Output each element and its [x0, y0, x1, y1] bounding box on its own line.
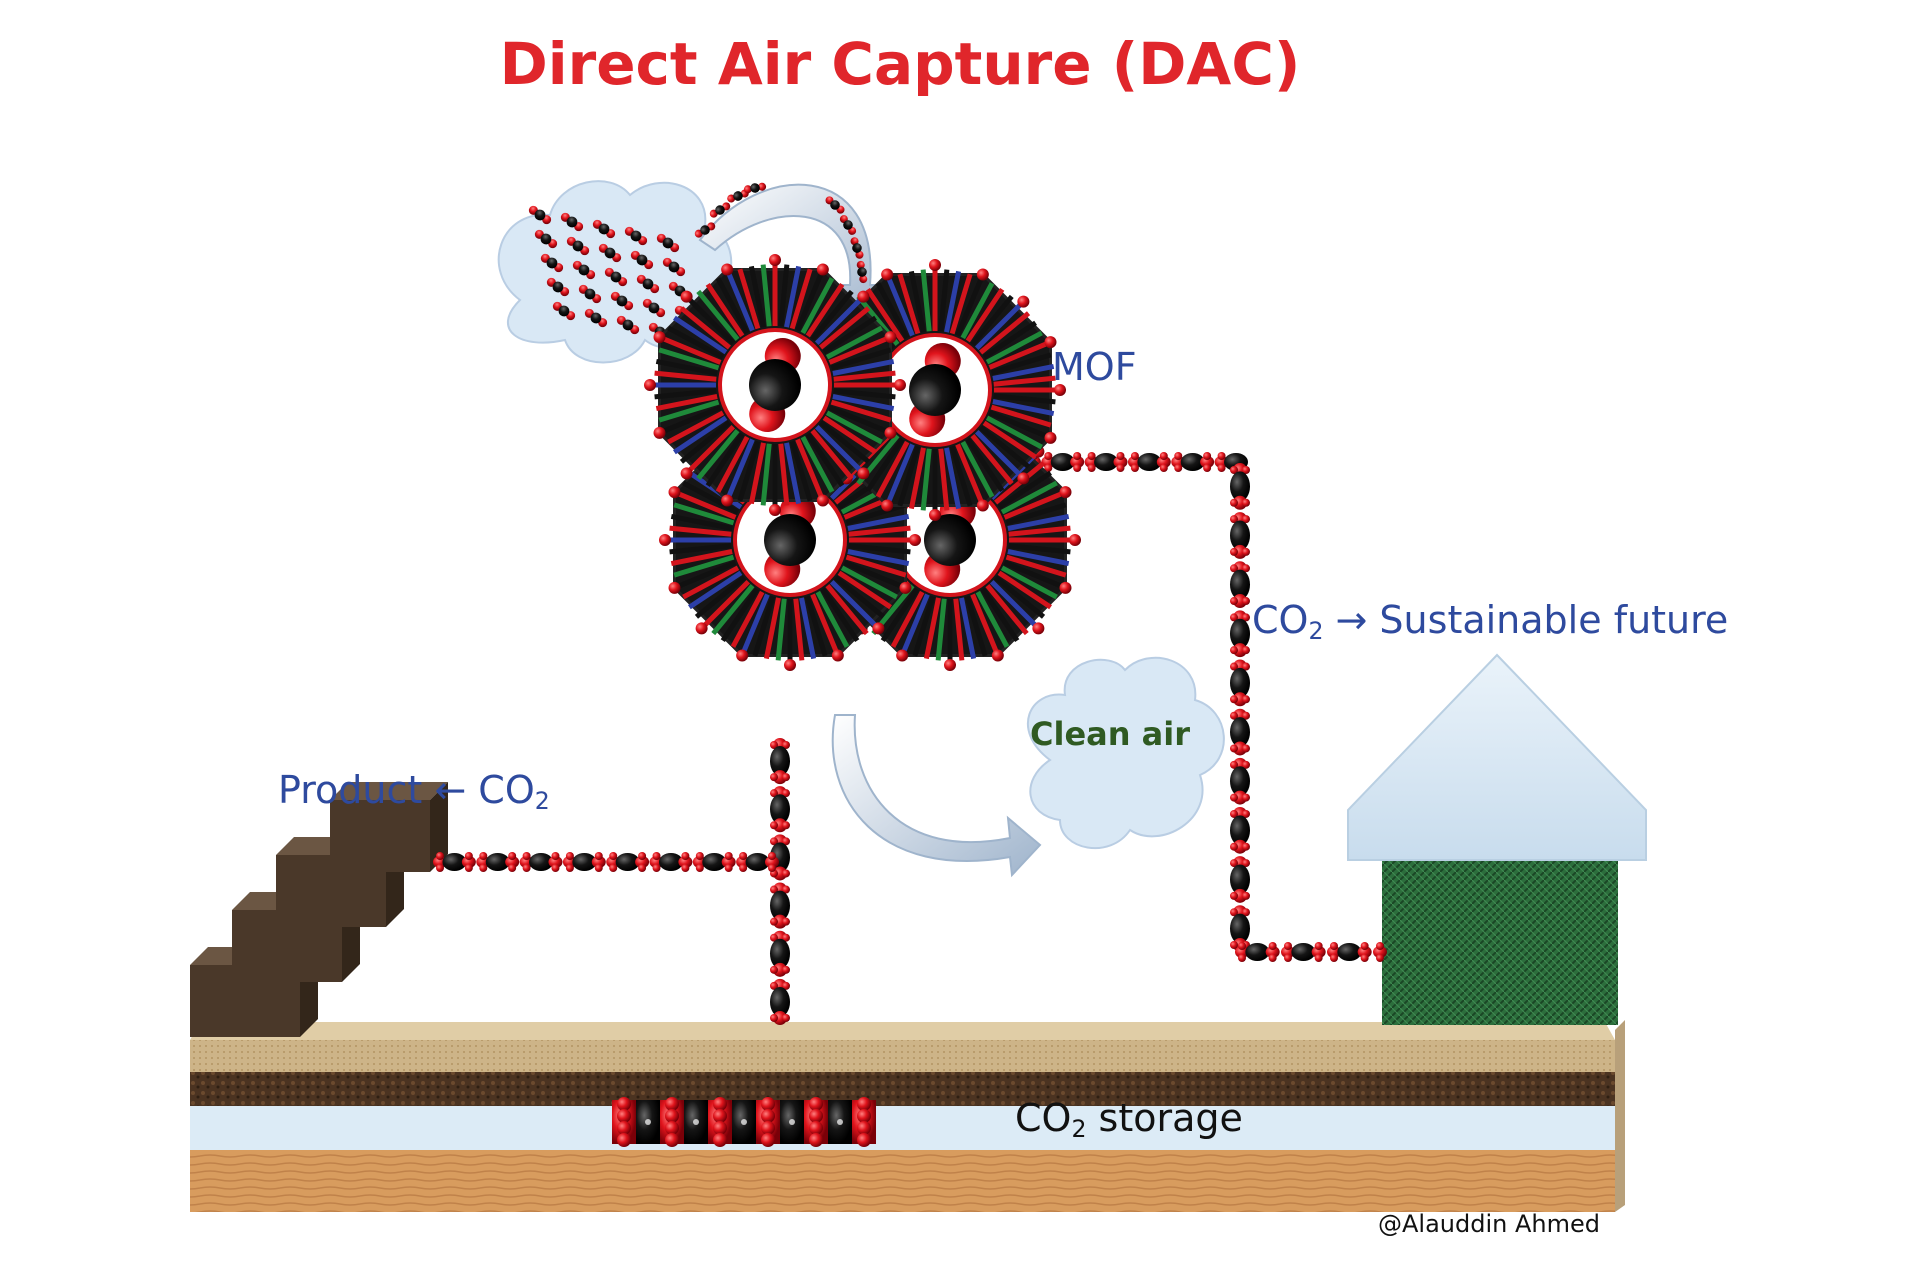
co2-molecule-icon	[662, 257, 686, 277]
co2-molecule-icon	[825, 196, 845, 214]
author-credit: @Alauddin Ahmed	[1378, 1210, 1600, 1238]
co2-molecule-icon	[630, 250, 654, 270]
storage-label-sub: 2	[1071, 1114, 1087, 1143]
co2-molecule-icon	[856, 260, 868, 284]
co2-molecule-icon	[572, 260, 596, 280]
clean-air-cloud-icon	[1026, 656, 1225, 849]
co2-molecule-icon	[534, 229, 558, 249]
clean-air-label: Clean air	[1029, 715, 1190, 753]
co2-molecule-icon	[709, 202, 731, 218]
product-blocks-icon	[190, 782, 448, 1037]
co2-molecule-icon	[839, 215, 857, 235]
co2-molecule-icon	[566, 236, 590, 256]
co2-molecule-icon	[624, 226, 648, 246]
co2-storage-label: CO2 storage	[1015, 1096, 1243, 1143]
future-label-sub: 2	[1308, 616, 1324, 645]
co2-molecule-icon	[764, 493, 816, 587]
co2-molecule-icon	[546, 277, 570, 297]
ground-layers	[190, 1020, 1625, 1212]
co2-molecule-icon	[749, 338, 801, 432]
co2-molecule-icon	[616, 315, 640, 335]
product-label-text: Product ← CO	[278, 768, 535, 812]
co2-stream	[694, 182, 868, 284]
co2-molecule-icon	[636, 274, 660, 294]
co2-molecule-icon	[540, 253, 564, 273]
co2-molecule-icon	[598, 243, 622, 263]
co2-molecule-icon	[560, 212, 584, 232]
mof-cage	[644, 254, 906, 516]
mof-label: MOF	[1052, 345, 1137, 389]
co2-molecule-icon	[528, 205, 552, 225]
mof-framework-icon	[644, 254, 1081, 671]
co2-molecule-icon	[694, 222, 716, 238]
future-label-pre: CO	[1252, 598, 1309, 642]
co2-molecule-icon	[909, 343, 961, 437]
co2-storage-block	[612, 1097, 876, 1147]
co2-molecule-icon	[592, 219, 616, 239]
product-label: Product ← CO2	[278, 768, 550, 815]
co2-molecule-icon	[584, 308, 608, 328]
pipes	[433, 452, 1387, 1025]
co2-molecule-icon	[743, 182, 767, 194]
co2-molecule-icon	[610, 291, 634, 311]
product-label-sub: 2	[534, 786, 550, 815]
house-icon	[1347, 653, 1647, 1025]
page-title: Direct Air Capture (DAC)	[499, 30, 1301, 98]
co2-molecule-icon	[642, 298, 666, 318]
future-label-post: → Sustainable future	[1323, 598, 1729, 642]
co2-molecule-icon	[604, 267, 628, 287]
outflow-arrow	[831, 714, 1042, 878]
sustainable-future-label: CO2 → Sustainable future	[1252, 598, 1728, 645]
co2-molecule-icon	[850, 237, 864, 259]
co2-molecule-icon	[656, 233, 680, 253]
co2-molecule-icon	[578, 284, 602, 304]
co2-molecule-icon	[552, 301, 576, 321]
storage-label-post: storage	[1086, 1096, 1243, 1140]
storage-label-pre: CO	[1015, 1096, 1072, 1140]
co2-molecule-icon	[727, 189, 749, 203]
